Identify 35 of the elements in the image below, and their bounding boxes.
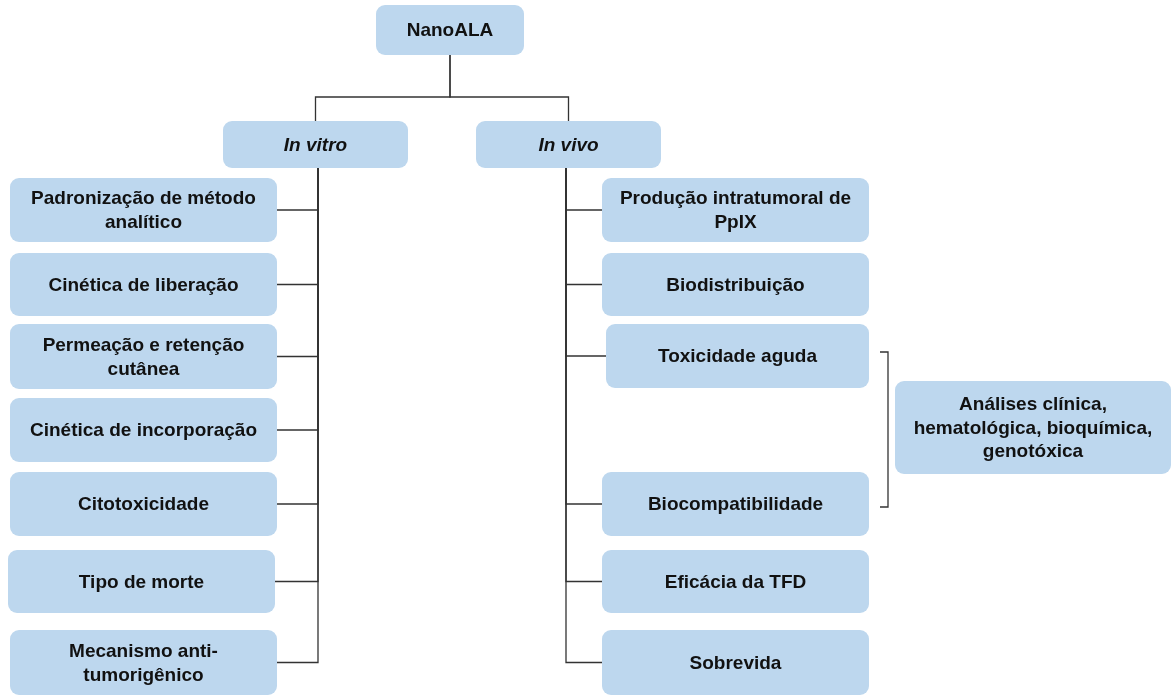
process-box [8,550,275,613]
box-label: Permeação e retenção cutânea [41,332,246,381]
connector-line [449,54,570,122]
box-label: Cinética de incorporação [29,418,258,442]
box-label: Eficácia da TFD [663,569,808,594]
process-box [602,472,869,536]
box-label: Tipo de morte [77,569,206,594]
process-box [895,381,1171,474]
process-box [602,550,869,613]
box-label: In vitro [282,132,349,157]
process-box [10,398,277,462]
box-label: Cinética de liberação [47,272,240,297]
box-label: Sobrevida [688,650,783,675]
box-label: Citotoxicidade [77,492,210,516]
box-label: Análises clínica, hematológica, bioquímica, genotóxica [912,391,1154,464]
process-box [602,253,869,316]
process-box [10,253,277,316]
box-label: Biodistribuição [665,272,806,297]
process-box [602,178,869,242]
process-box [10,472,277,536]
process-box [10,178,277,242]
process-box [10,324,277,389]
box-label: Produção intratumoral de PpIX [618,186,853,234]
box-label: NanoALA [405,18,495,42]
process-box [602,630,869,695]
box-label: Biocompatibilidade [646,492,825,516]
box-label: Padronização de método analítico [30,186,257,234]
box-label: Mecanismo anti-tumorigênico [68,638,219,687]
process-box [606,324,869,388]
process-box [376,5,524,55]
box-label: Toxicidade aguda [656,344,819,368]
box-label: In vivo [537,132,600,157]
process-box [476,121,661,168]
process-box [223,121,408,168]
process-box [10,630,277,695]
